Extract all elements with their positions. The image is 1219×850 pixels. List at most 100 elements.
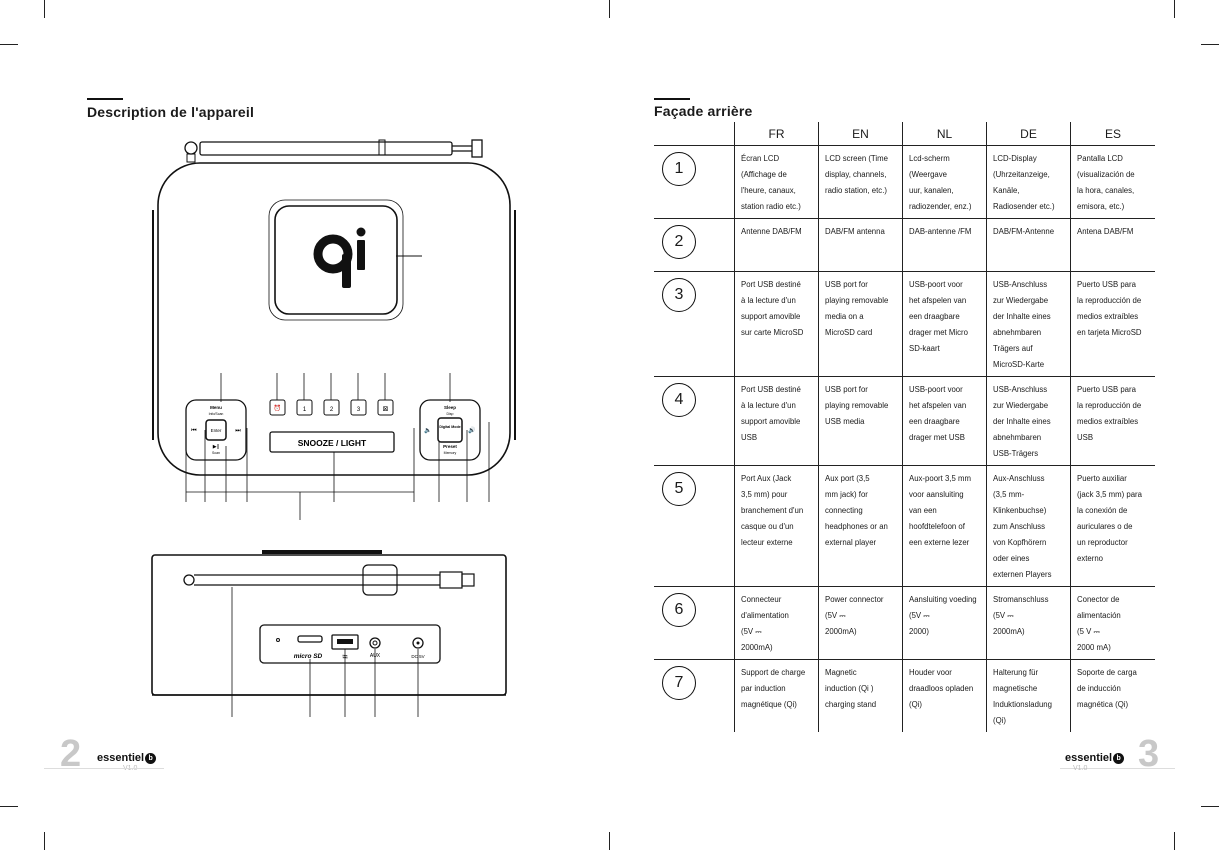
row-number-cell: 5	[654, 465, 735, 587]
row-number-cell: 2	[654, 218, 735, 272]
table-row: 4 Port USB destiné à la lecture d'un sup…	[654, 376, 1155, 466]
svg-text:⏭: ⏭	[235, 427, 241, 434]
digital-mode-label: Digital Mode	[439, 425, 460, 429]
table-cell: USB-poort voor het afspelen van een draa…	[902, 271, 987, 377]
row-number: 4	[662, 383, 696, 417]
page-number: 2	[60, 733, 82, 775]
table-cell: Aux-poort 3,5 mm voor aansluiting van ee…	[902, 465, 987, 587]
device-front-illustration: Enter Menu Info/Scan ▶|| Scan ⏮ ⏭ ⏰ 1 2 …	[152, 139, 516, 520]
spec-table: FR EN NL DE ES 1 Écran LCD (Affichage de…	[654, 122, 1155, 732]
table-cell: Power connector (5V ⎓ 2000mA)	[818, 586, 903, 660]
row-number-cell: 6	[654, 586, 735, 660]
table-cell: USB-poort voor het afspelen van een draa…	[902, 376, 987, 466]
table-header-empty	[654, 122, 735, 146]
microsd-label: micro SD	[294, 653, 323, 660]
table-cell: Puerto auxiliar (jack 3,5 mm) para la co…	[1070, 465, 1155, 587]
table-cell: Conector de alimentación (5 V ⎓ 2000 mA)	[1070, 586, 1155, 660]
table-cell: LCD screen (Time display, channels, radi…	[818, 145, 903, 219]
row-number-cell: 7	[654, 659, 735, 732]
table-cell: Halterung für magnetische Induktionsladu…	[986, 659, 1071, 732]
table-header-es: ES	[1070, 122, 1155, 146]
footer-rule	[44, 768, 164, 769]
sleep-label: Sleep	[444, 405, 456, 410]
version-label: V1.0	[1073, 765, 1088, 772]
table-cell: Support de charge par induction magnétiq…	[734, 659, 819, 732]
table-row: 3 Port USB destiné à la lecture d'un sup…	[654, 271, 1155, 377]
table-cell: Stromanschluss (5V ⎓ 2000mA)	[986, 586, 1071, 660]
table-cell: Houder voor draadloos opladen (Qi)	[902, 659, 987, 732]
table-cell: Port USB destiné à la lecture d'un suppo…	[734, 376, 819, 466]
row-number-cell: 1	[654, 145, 735, 219]
table-cell: USB port for playing removable USB media	[818, 376, 903, 466]
svg-text:⏰: ⏰	[274, 404, 281, 412]
crop-mark	[1174, 832, 1175, 850]
crop-mark	[609, 0, 610, 18]
play-label: ▶||	[213, 444, 219, 450]
table-cell: DAB/FM antenna	[818, 218, 903, 272]
table-cell: Antenne DAB/FM	[734, 218, 819, 272]
table-cell: Aansluiting voeding (5V ⎓ 2000)	[902, 586, 987, 660]
table-cell: Écran LCD (Affichage de l'heure, canaux,…	[734, 145, 819, 219]
row-number: 3	[662, 278, 696, 312]
brand-name: essentiel	[1065, 752, 1113, 764]
row-number: 2	[662, 225, 696, 259]
table-cell: Aux-Anschluss (3,5 mm- Klinkenbuchse) zu…	[986, 465, 1071, 587]
device-back-illustration: micro SD ⭾ AUX DC 5V	[151, 550, 507, 717]
title-underline	[87, 98, 123, 100]
table-row: 5 Port Aux (Jack 3,5 mm) pour branchemen…	[654, 465, 1155, 587]
table-cell: Connecteur d'alimentation (5V ⎓ 2000mA)	[734, 586, 819, 660]
crop-mark	[1201, 806, 1219, 807]
table-cell: Aux port (3,5 mm jack) for connecting he…	[818, 465, 903, 587]
table-row: 7 Support de charge par induction magnét…	[654, 659, 1155, 732]
crop-mark	[1201, 44, 1219, 45]
table-cell: Lcd-scherm (Weergave uur, kanalen, radio…	[902, 145, 987, 219]
table-row: 2 Antenne DAB/FM DAB/FM antenna DAB-ante…	[654, 218, 1155, 272]
crop-mark	[44, 0, 45, 18]
preset-label: Preset	[443, 444, 457, 449]
crop-mark	[44, 832, 45, 850]
page-number: 3	[1138, 733, 1160, 775]
table-cell: Puerto USB para la reproducción de medio…	[1070, 376, 1155, 466]
table-cell: Pantalla LCD (visualización de la hora, …	[1070, 145, 1155, 219]
table-cell: DAB/FM-Antenne	[986, 218, 1071, 272]
play-sub-label: Scan	[212, 451, 220, 455]
row-number-cell: 4	[654, 376, 735, 466]
table-header-en: EN	[818, 122, 903, 146]
table-cell: Soporte de carga de inducción magnética …	[1077, 668, 1137, 709]
table-cell: Puerto USB para la reproducción de medio…	[1070, 271, 1155, 377]
table-cell: Port Aux (Jack 3,5 mm) pour branchement …	[734, 465, 819, 587]
crop-mark	[1174, 0, 1175, 18]
brand-mark-icon: b	[1113, 752, 1125, 764]
title-underline	[654, 98, 690, 100]
preset-1-label: 1	[303, 407, 307, 413]
table-row: 6 Connecteur d'alimentation (5V ⎓ 2000mA…	[654, 586, 1155, 660]
row-number: 6	[662, 593, 696, 627]
table-cell: USB-Anschluss zur Wiedergabe der Inhalte…	[986, 376, 1071, 466]
table-cell: Port USB destiné à la lecture d'un suppo…	[734, 271, 819, 377]
page-title: Façade arrière	[654, 103, 753, 119]
table-cell: Magnetic induction (Qi ) charging stand	[818, 659, 903, 732]
table-cell: LCD-Display (Uhrzeitanzeige, Kanäle, Rad…	[986, 145, 1071, 219]
brand-mark-icon: b	[145, 752, 157, 764]
preset-3-label: 3	[357, 407, 361, 413]
row-number: 5	[662, 472, 696, 506]
table-row: 1 Écran LCD (Affichage de l'heure, canau…	[654, 145, 1155, 219]
table-header-fr: FR	[734, 122, 819, 146]
page-title: Description de l'appareil	[87, 104, 255, 120]
sleep-sub-label: Disp	[446, 412, 453, 416]
svg-text:⊠: ⊠	[383, 405, 389, 413]
table-cell: DAB-antenne /FM	[902, 218, 987, 272]
table-header-row: FR EN NL DE ES	[654, 122, 1155, 146]
menu-sub-label: Info/Scan	[209, 412, 224, 416]
table-header-nl: NL	[902, 122, 987, 146]
crop-mark	[0, 806, 18, 807]
footer-rule	[1060, 768, 1175, 769]
svg-text:⏮: ⏮	[191, 427, 197, 434]
enter-label: Enter	[211, 428, 222, 433]
row-number: 7	[662, 666, 696, 700]
row-number-cell: 3	[654, 271, 735, 377]
snooze-light-label: SNOOZE / LIGHT	[298, 438, 367, 448]
brand-name: essentiel	[97, 752, 145, 764]
